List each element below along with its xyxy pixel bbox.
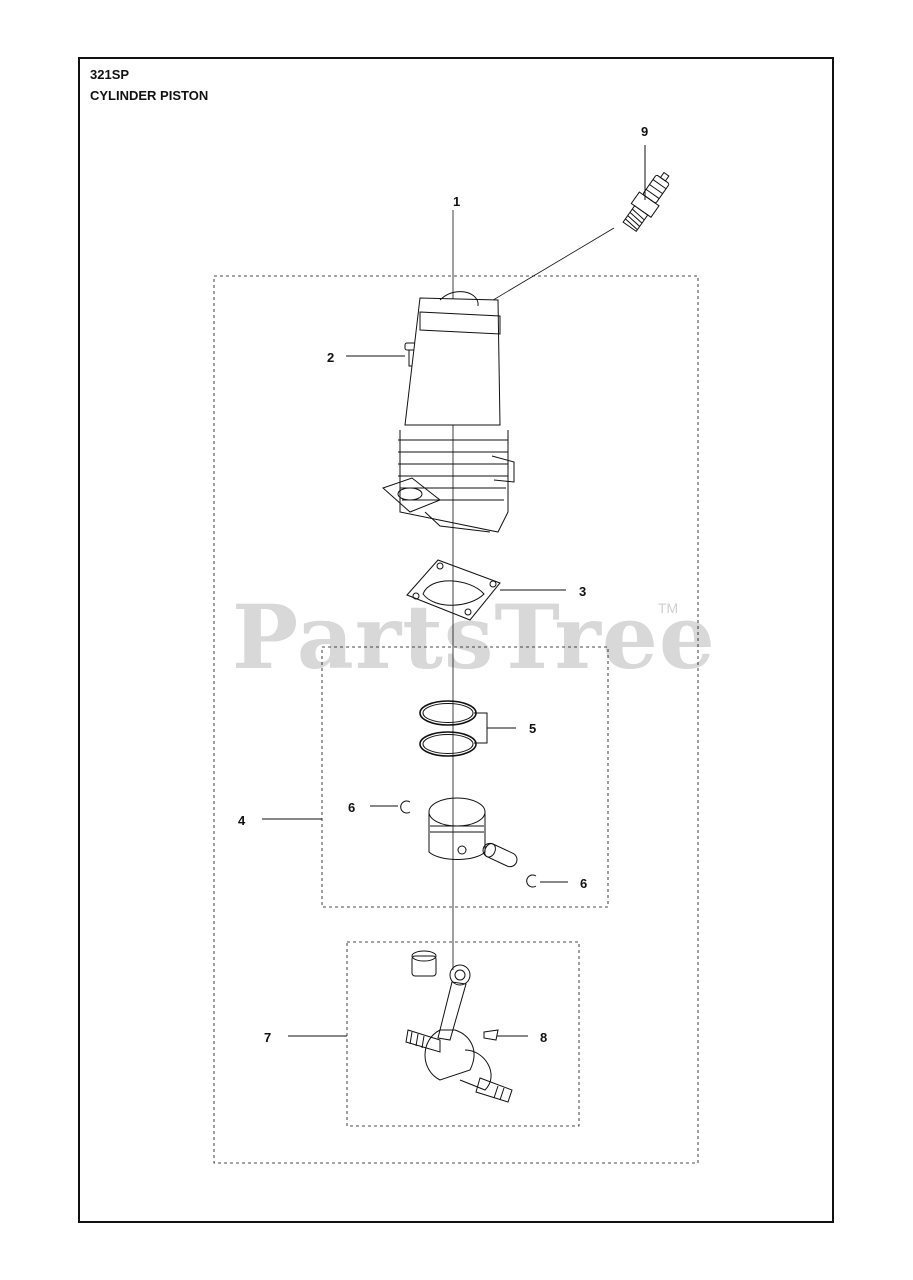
callout-4[interactable]: 4 [238,813,246,828]
callout-7[interactable]: 7 [264,1030,272,1045]
diagram-frame [78,57,834,1223]
group-box-cylinder [213,275,699,1164]
circlip-icon [526,874,537,888]
watermark-tm: TM [658,600,679,616]
callout-6-right[interactable]: 6 [580,876,588,891]
circlip-icon [400,800,411,814]
gasket-icon [406,559,501,621]
woodruff-key-icon [483,1029,499,1041]
callout-8[interactable]: 8 [540,1030,548,1045]
group-box-piston-kit [321,646,609,908]
watermark: PartsTree [232,585,716,689]
callout-6-left[interactable]: 6 [348,800,356,815]
group-box-crankshaft [346,941,580,1127]
callout-2[interactable]: 2 [327,350,335,365]
needle-bearing-icon [411,950,437,977]
piston-ring-icon [419,700,477,757]
crankshaft-icon [405,964,513,1103]
spark-plug-icon [622,171,670,233]
leader-5 [474,712,516,744]
callout-1[interactable]: 1 [453,194,461,209]
spark-plug-leader [472,227,615,313]
cylinder-icon [382,291,515,533]
callout-5[interactable]: 5 [529,721,537,736]
callout-3[interactable]: 3 [579,584,587,599]
callout-9[interactable]: 9 [641,124,649,139]
section-title: CYLINDER PISTON [90,88,209,103]
piston-pin-icon [482,842,518,868]
model-title: 321SP [90,67,130,82]
piston-icon [428,797,486,860]
